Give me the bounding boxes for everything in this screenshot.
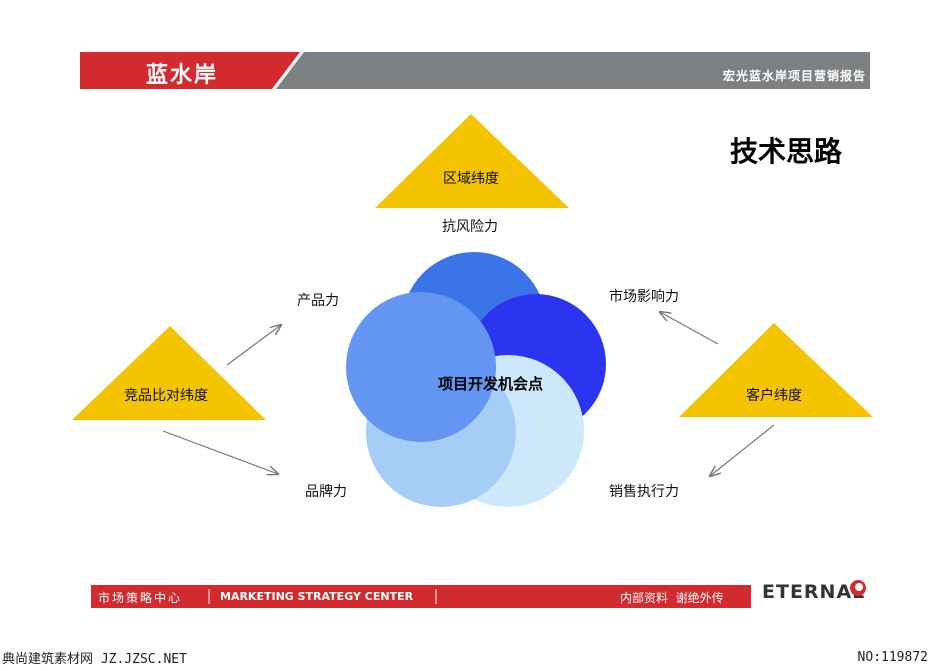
- left-dimension-label: 竞品比对纬度: [124, 388, 208, 404]
- arrow-to-product: [226, 325, 281, 366]
- header-gray-band: [276, 52, 870, 89]
- risk-resistance-label: 抗风险力: [442, 219, 498, 235]
- footer-red-band: [91, 585, 751, 608]
- footer-notice: 内部资料 谢绝外传: [620, 591, 724, 605]
- brand-force-label: 品牌力: [305, 484, 347, 500]
- right-dimension-label: 客户纬度: [746, 388, 802, 404]
- eternal-logo: ETERNAL: [762, 581, 866, 603]
- logo-mark-icon: [850, 580, 866, 596]
- header-red-band: [80, 52, 300, 89]
- brand-title: 蓝水岸: [146, 63, 219, 88]
- left-dimension-triangle: [72, 326, 266, 420]
- arrow-to-brand: [162, 430, 278, 474]
- sales-execution-label: 销售执行力: [609, 484, 679, 500]
- arrow-to-sales: [710, 424, 775, 476]
- center-opportunity-label: 项目开发机会点: [438, 375, 544, 393]
- top-dimension-label: 区域纬度: [443, 171, 499, 187]
- arrow-to-market: [660, 312, 719, 345]
- page-title: 技术思路: [730, 135, 843, 168]
- watermark-left: 典尚建筑素材网 JZ.JZSC.NET: [2, 652, 187, 667]
- right-dimension-triangle: [679, 323, 873, 417]
- product-force-label: 产品力: [297, 293, 339, 309]
- petal-left: [346, 292, 496, 442]
- header-bar: [80, 52, 870, 89]
- report-title: 宏光蓝水岸项目营销报告: [722, 69, 866, 83]
- footer-center-cn: 市场策略中心: [98, 591, 183, 605]
- watermark-right: NO:119872: [857, 650, 928, 665]
- top-dimension-triangle: [375, 114, 569, 208]
- footer-center-en: MARKETING STRATEGY CENTER: [220, 590, 414, 603]
- market-influence-label: 市场影响力: [609, 289, 679, 305]
